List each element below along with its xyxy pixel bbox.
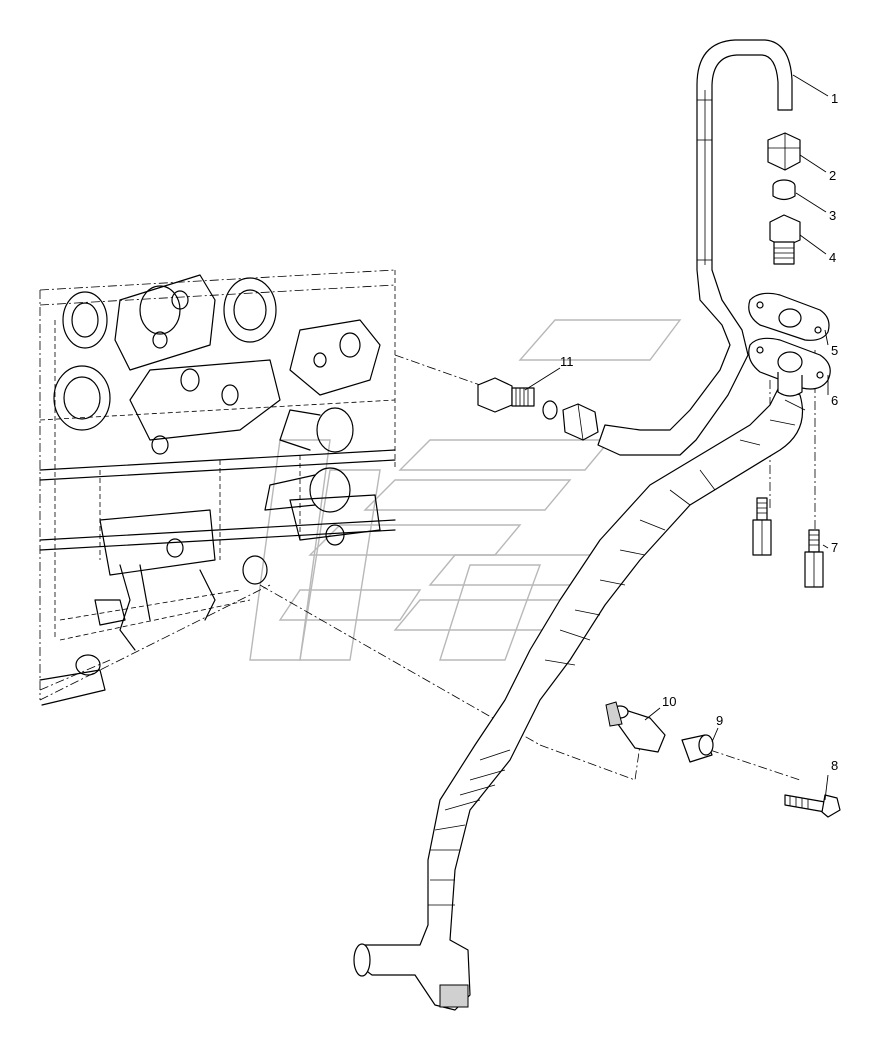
callout-4: 4 xyxy=(829,250,836,265)
part-8-bolt xyxy=(784,794,841,818)
callouts: 1 2 3 4 5 6 7 8 9 10 11 xyxy=(560,91,838,773)
watermark-logo xyxy=(249,319,682,661)
part-4-union xyxy=(769,214,801,265)
callout-2: 2 xyxy=(829,168,836,183)
engine-block xyxy=(39,269,396,706)
part-9-spacer xyxy=(681,734,714,763)
callout-7: 7 xyxy=(831,540,838,555)
part-11-connector xyxy=(477,377,599,441)
oil-return-hose xyxy=(353,384,806,1011)
part-6-flange xyxy=(748,337,831,397)
part-2-nut xyxy=(767,132,801,171)
callout-9: 9 xyxy=(716,713,723,728)
callout-8: 8 xyxy=(831,758,838,773)
callout-1: 1 xyxy=(831,91,838,106)
callout-6: 6 xyxy=(831,393,838,408)
leader-lines xyxy=(524,74,829,801)
part-7-studs xyxy=(752,497,824,588)
part-3-sleeve xyxy=(772,179,796,201)
part-10-clamp xyxy=(605,701,666,753)
callout-3: 3 xyxy=(829,208,836,223)
callout-10: 10 xyxy=(662,694,676,709)
callout-11: 11 xyxy=(560,354,574,369)
callout-5: 5 xyxy=(831,343,838,358)
part-5-gasket xyxy=(748,292,830,341)
oil-feed-pipe xyxy=(597,39,793,456)
